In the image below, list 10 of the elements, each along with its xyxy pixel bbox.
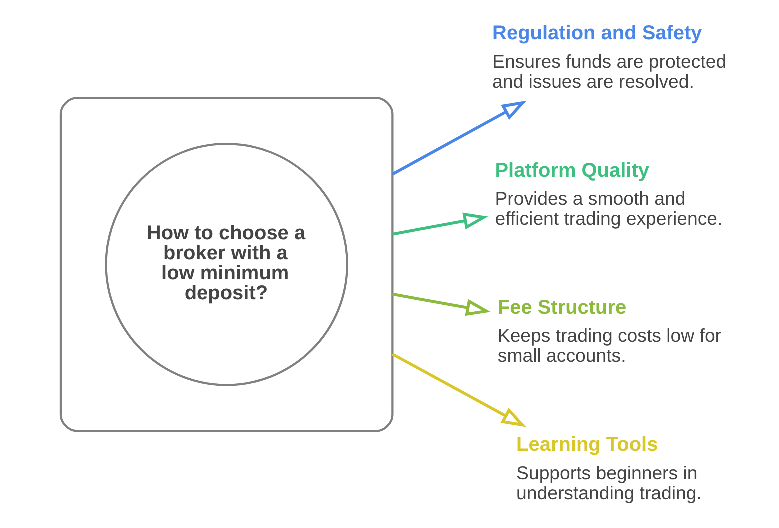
arrow bbox=[392, 292, 490, 316]
node-circle: How to choose a broker with a low minimum deposit? bbox=[104, 143, 348, 386]
node-text: Learning Tools Supports beginners in understanding trading. bbox=[516, 434, 702, 504]
node-text: Platform Quality Provides a smooth and efficient trading experience. bbox=[494, 160, 722, 229]
node-text: Fee Structure Keeps trading costs low for small accounts. bbox=[497, 296, 722, 366]
arrow bbox=[391, 353, 526, 428]
arrow bbox=[391, 100, 526, 176]
node-text: Regulation and Safety Ensures funds are protected and issues are resolved. bbox=[492, 22, 726, 92]
arrow bbox=[392, 212, 488, 236]
cluster bbox=[59, 97, 394, 432]
